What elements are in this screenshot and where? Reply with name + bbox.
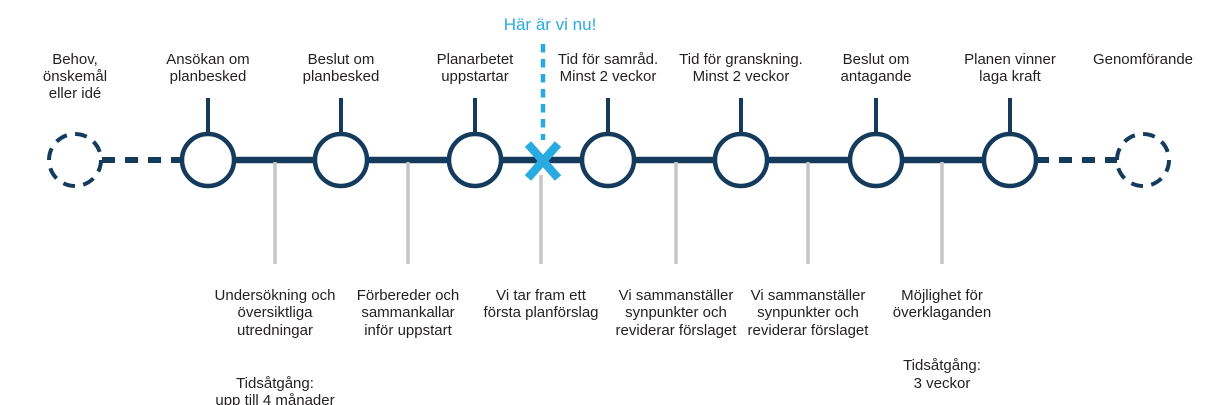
stage-node-circle xyxy=(712,131,770,189)
activity-text: Möjlighet för överklaganden xyxy=(892,286,992,322)
activity-sammanstaller-samrad: Vi sammanställer synpunkter och revidera… xyxy=(591,269,761,357)
stage-node-circle xyxy=(312,131,370,189)
activity-planforslag: Vi tar fram ett första planförslag xyxy=(456,269,626,339)
current-position-label: Här är vi nu! xyxy=(503,15,597,34)
stage-label-ansokan-om-planbesked: Ansökan om planbesked xyxy=(166,51,250,85)
stage-label-planen-vinner-laga-kraft: Planen vinner laga kraft xyxy=(964,51,1056,85)
stage-node-circle xyxy=(579,131,637,189)
stage-node-dashed-start xyxy=(47,132,103,188)
current-position-marker xyxy=(524,44,562,181)
stage-label-tid-for-granskning: Tid för granskning. Minst 2 veckor xyxy=(679,51,803,85)
stage-node-circle xyxy=(847,131,905,189)
stage-node-circle xyxy=(179,131,237,189)
activity-text: Vi tar fram ett första planförslag xyxy=(483,286,599,322)
stage-node-circle xyxy=(446,131,504,189)
activity-tick-lines xyxy=(273,162,944,264)
activity-text: Förbereder och sammankallar inför uppsta… xyxy=(356,286,460,339)
activity-forbereder: Förbereder och sammankallar inför uppsta… xyxy=(323,269,493,357)
stage-label-genomforande: Genomförande xyxy=(1092,51,1194,68)
activity-sammanstaller-granskning: Vi sammanställer synpunkter och revidera… xyxy=(723,269,893,357)
activity-undersokning: Undersökning och översiktliga utredninga… xyxy=(190,269,360,405)
activity-duration: Tidsåtgång: upp till 4 månader xyxy=(215,374,335,405)
stage-node-dashed-end xyxy=(1115,132,1171,188)
current-position-x-icon xyxy=(524,141,562,181)
activity-overklaganden: Möjlighet för överklaganden Tidsåtgång: … xyxy=(857,269,1027,405)
activity-duration: Tidsåtgång: 3 veckor xyxy=(903,357,981,392)
stage-label-planarbetet-uppstartar: Planarbetet uppstartar xyxy=(436,51,514,85)
stage-label-tid-for-samrad: Tid för samråd. Minst 2 veckor xyxy=(557,51,659,85)
stage-label-behov-onskemal-eller-ide: Behov, önskemål eller idé xyxy=(42,51,108,102)
activity-text: Vi sammanställer synpunkter och revidera… xyxy=(747,286,869,339)
stage-nodes xyxy=(47,131,1171,189)
stage-tick-lines xyxy=(206,98,1012,135)
stage-label-beslut-om-antagande: Beslut om antagande xyxy=(840,51,912,85)
stage-node-circle xyxy=(981,131,1039,189)
activity-text: Undersökning och översiktliga utredninga… xyxy=(214,286,336,339)
activity-text: Vi sammanställer synpunkter och revidera… xyxy=(615,286,737,339)
stage-label-beslut-om-planbesked: Beslut om planbesked xyxy=(302,51,380,85)
